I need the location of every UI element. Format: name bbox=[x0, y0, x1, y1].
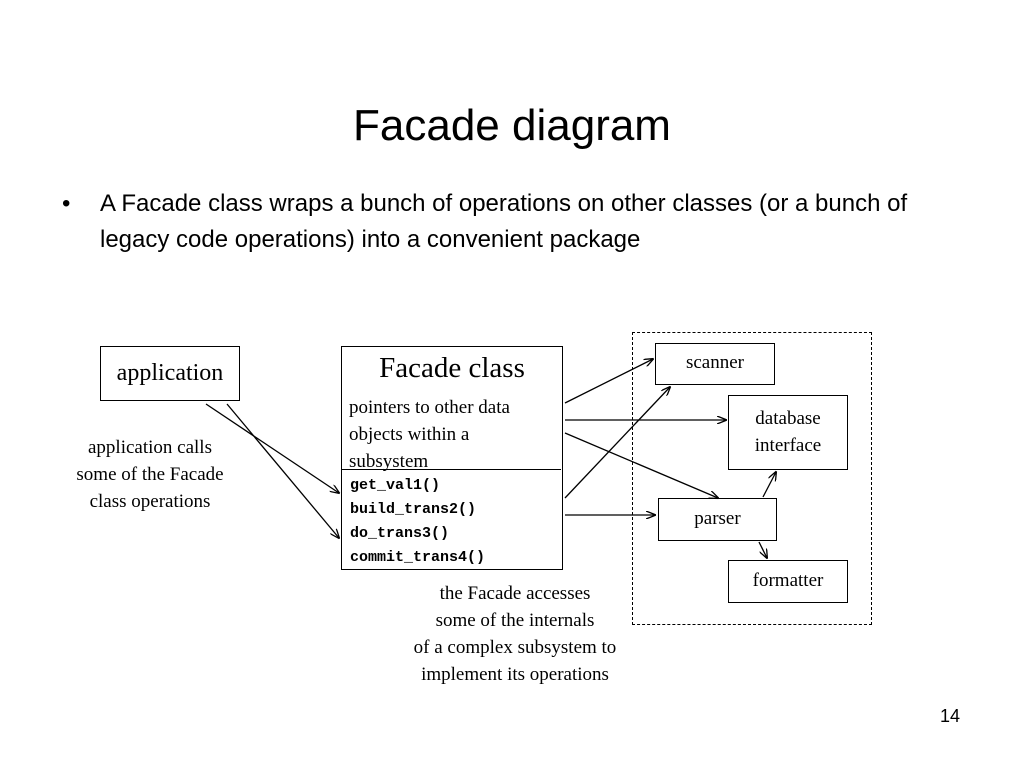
page-number: 14 bbox=[939, 706, 961, 726]
parser-label: parser bbox=[694, 508, 741, 529]
arrow-facade-to-scanner bbox=[564, 359, 653, 404]
facade-class-box: Facade class pointers to other data obje… bbox=[341, 346, 563, 570]
operation-commit-trans4: commit_trans4() bbox=[350, 549, 486, 566]
facade-caption: the Facade accesses some of the internal… bbox=[375, 580, 655, 688]
database-interface-box: database interface bbox=[728, 395, 848, 470]
arrow-application-to-get-val1 bbox=[205, 403, 339, 493]
bullet-text: A Facade class wraps a bunch of operatio… bbox=[100, 190, 908, 253]
facade-caption-line: some of the internals bbox=[435, 610, 595, 631]
database-interface-label-line: database bbox=[755, 408, 821, 429]
operation-build-trans2: build_trans2() bbox=[350, 501, 477, 518]
operation-get-val1: get_val1() bbox=[350, 477, 441, 494]
scanner-label: scanner bbox=[685, 352, 745, 373]
arrow-parser-to-formatter bbox=[758, 541, 767, 558]
arrow-facade-to-scanner-lower bbox=[564, 387, 670, 499]
facade-attribute-line: pointers to other data bbox=[349, 397, 510, 418]
formatter-label: formatter bbox=[752, 570, 824, 591]
bullet-icon: • bbox=[62, 190, 71, 217]
facade-caption-line: the Facade accesses bbox=[439, 583, 591, 604]
application-caption-line: application calls bbox=[88, 437, 212, 458]
application-caption-line: some of the Facade bbox=[76, 464, 224, 485]
facade-divider bbox=[342, 469, 561, 470]
operation-do-trans3: do_trans3() bbox=[350, 525, 450, 542]
facade-operations: get_val1() build_trans2() do_trans3() co… bbox=[350, 474, 560, 570]
facade-attributes: pointers to other data objects within a … bbox=[349, 394, 559, 475]
database-interface-label-line: interface bbox=[754, 435, 822, 456]
formatter-box: formatter bbox=[728, 560, 848, 603]
arrow-application-to-do-trans3 bbox=[226, 403, 339, 538]
slide-title: Facade diagram bbox=[353, 101, 671, 150]
application-label: application bbox=[116, 360, 224, 386]
application-caption: application calls some of the Facade cla… bbox=[40, 434, 260, 515]
application-caption-line: class operations bbox=[89, 491, 211, 512]
arrow-facade-to-parser bbox=[564, 432, 718, 498]
application-box: application bbox=[100, 346, 240, 401]
parser-box: parser bbox=[658, 498, 777, 541]
facade-class-title: Facade class bbox=[379, 352, 525, 384]
facade-attribute-line: subsystem bbox=[349, 451, 429, 472]
facade-caption-line: implement its operations bbox=[421, 664, 609, 685]
scanner-box: scanner bbox=[655, 343, 775, 385]
arrow-parser-to-database-interface bbox=[762, 472, 776, 498]
facade-caption-line: of a complex subsystem to bbox=[413, 637, 617, 658]
subsystem-boundary bbox=[632, 332, 872, 625]
facade-attribute-line: objects within a bbox=[349, 424, 470, 445]
